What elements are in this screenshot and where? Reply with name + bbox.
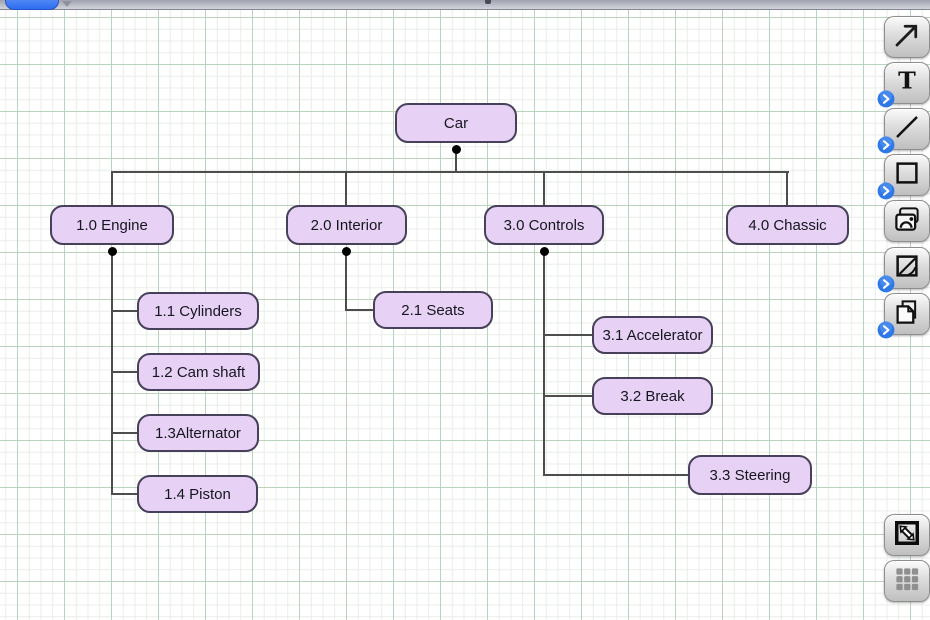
diagram-node-engine[interactable]: 1.0 Engine	[50, 205, 174, 245]
photos-icon	[892, 204, 922, 239]
connector-line[interactable]	[543, 250, 545, 476]
drawing-canvas[interactable]: Car 1.0 Engine 2.0 Interior 3.0 Controls 4.0…	[0, 9, 930, 620]
photos-tool-button[interactable]	[884, 200, 930, 242]
line-icon	[892, 112, 922, 147]
connector-line[interactable]	[543, 474, 688, 476]
connection-handle-dot	[107, 246, 117, 256]
connector-line[interactable]	[786, 171, 788, 205]
connector-line[interactable]	[111, 171, 113, 205]
fit-tool-button[interactable]	[884, 514, 930, 556]
shape-tool-button[interactable]	[877, 154, 930, 200]
done-button[interactable]	[5, 0, 59, 10]
connector-line[interactable]	[543, 171, 545, 205]
text-tool-button[interactable]: T	[877, 62, 930, 108]
connector-line[interactable]	[111, 171, 789, 173]
connector-line[interactable]	[455, 148, 457, 172]
diagram-node-controls[interactable]: 3.0 Controls	[484, 205, 604, 245]
resize-arrows-icon	[892, 518, 922, 553]
more-options-badge-icon[interactable]	[877, 182, 895, 200]
chevron-down-icon[interactable]	[62, 1, 72, 7]
svg-text:T: T	[898, 66, 916, 94]
diagram-node-alternator[interactable]: 1.3Alternator	[137, 414, 259, 452]
diagram-node-cylinders[interactable]: 1.1 Cylinders	[137, 292, 259, 330]
text-icon: T	[892, 66, 922, 101]
pages-tool-button[interactable]	[877, 293, 930, 339]
connector-line[interactable]	[345, 250, 347, 311]
line-tool-button[interactable]	[877, 108, 930, 154]
crop-tool-button[interactable]	[877, 247, 930, 293]
diagram-node-car[interactable]: Car	[395, 103, 517, 143]
diagram-node-camshaft[interactable]: 1.2 Cam shaft	[137, 353, 260, 391]
connector-line[interactable]	[345, 309, 373, 311]
connection-handle-dot	[451, 144, 461, 154]
connector-line[interactable]	[111, 371, 137, 373]
grid-dots-icon	[892, 564, 922, 599]
connector-line[interactable]	[543, 334, 592, 336]
connector-line[interactable]	[111, 310, 137, 312]
diagram-node-steering[interactable]: 3.3 Steering	[688, 455, 812, 495]
connector-line[interactable]	[543, 395, 592, 397]
diagram-node-chassic[interactable]: 4.0 Chassic	[726, 205, 849, 245]
connector-line[interactable]	[111, 432, 137, 434]
more-options-badge-icon[interactable]	[877, 136, 895, 154]
pages-icon	[892, 297, 922, 332]
diagram-node-seats[interactable]: 2.1 Seats	[373, 291, 493, 329]
diagram-node-break[interactable]: 3.2 Break	[592, 377, 713, 415]
top-toolbar	[0, 0, 930, 10]
pointer-icon	[892, 20, 922, 55]
connector-line[interactable]	[345, 171, 347, 205]
rectangle-icon	[892, 158, 922, 193]
crop-icon	[892, 251, 922, 286]
diagram-node-piston[interactable]: 1.4 Piston	[137, 475, 258, 513]
connection-handle-dot	[341, 246, 351, 256]
more-options-badge-icon[interactable]	[877, 90, 895, 108]
connector-line[interactable]	[111, 493, 137, 495]
grid-tool-button[interactable]	[884, 560, 930, 602]
more-options-badge-icon[interactable]	[877, 321, 895, 339]
connection-handle-dot	[539, 246, 549, 256]
document-title-clipped	[485, 0, 491, 4]
more-options-badge-icon[interactable]	[877, 275, 895, 293]
diagram-node-accelerator[interactable]: 3.1 Accelerator	[592, 316, 713, 354]
pointer-tool-button[interactable]	[884, 16, 930, 58]
diagram-node-interior[interactable]: 2.0 Interior	[286, 205, 407, 245]
